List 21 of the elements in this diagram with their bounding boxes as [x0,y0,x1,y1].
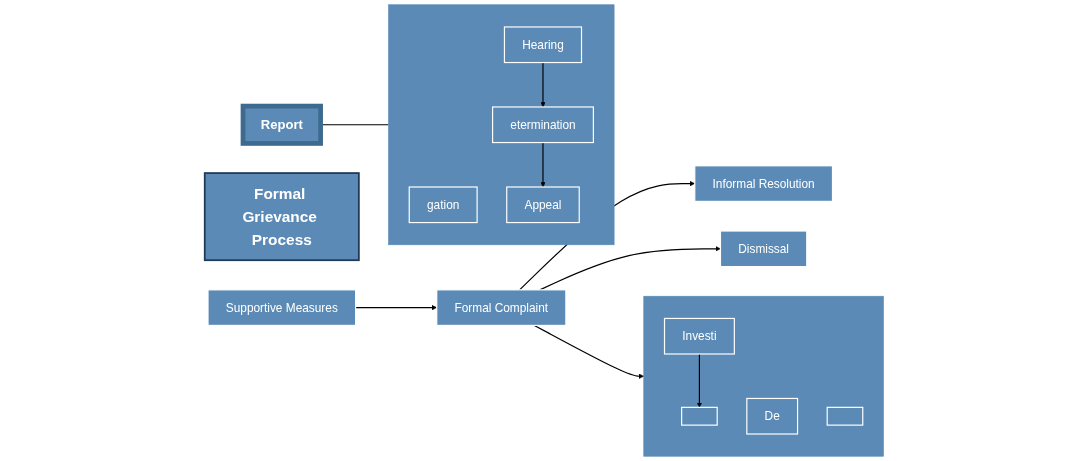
node-box [681,406,719,426]
cluster [643,295,885,457]
node-box: Report [241,103,324,146]
arrow [540,141,546,188]
arrow [355,305,438,311]
node-box: Investi [664,317,736,355]
node-box: gation [409,186,479,224]
node-box: Formal Complaint [436,289,567,326]
node-box: De [746,397,799,435]
cluster [388,4,615,246]
node-box [826,406,864,426]
arrow [697,353,703,408]
node-box: Formal Grievance Process [204,172,361,262]
node-box: Dismissal [720,230,808,268]
arrow [540,61,546,108]
node-box: Supportive Measures [207,289,357,326]
node-box: Appeal [506,186,581,224]
arrow [534,324,645,379]
node-box: Informal Resolution [694,165,834,202]
node-box: etermination [492,106,595,144]
node-box: Hearing [504,26,583,64]
